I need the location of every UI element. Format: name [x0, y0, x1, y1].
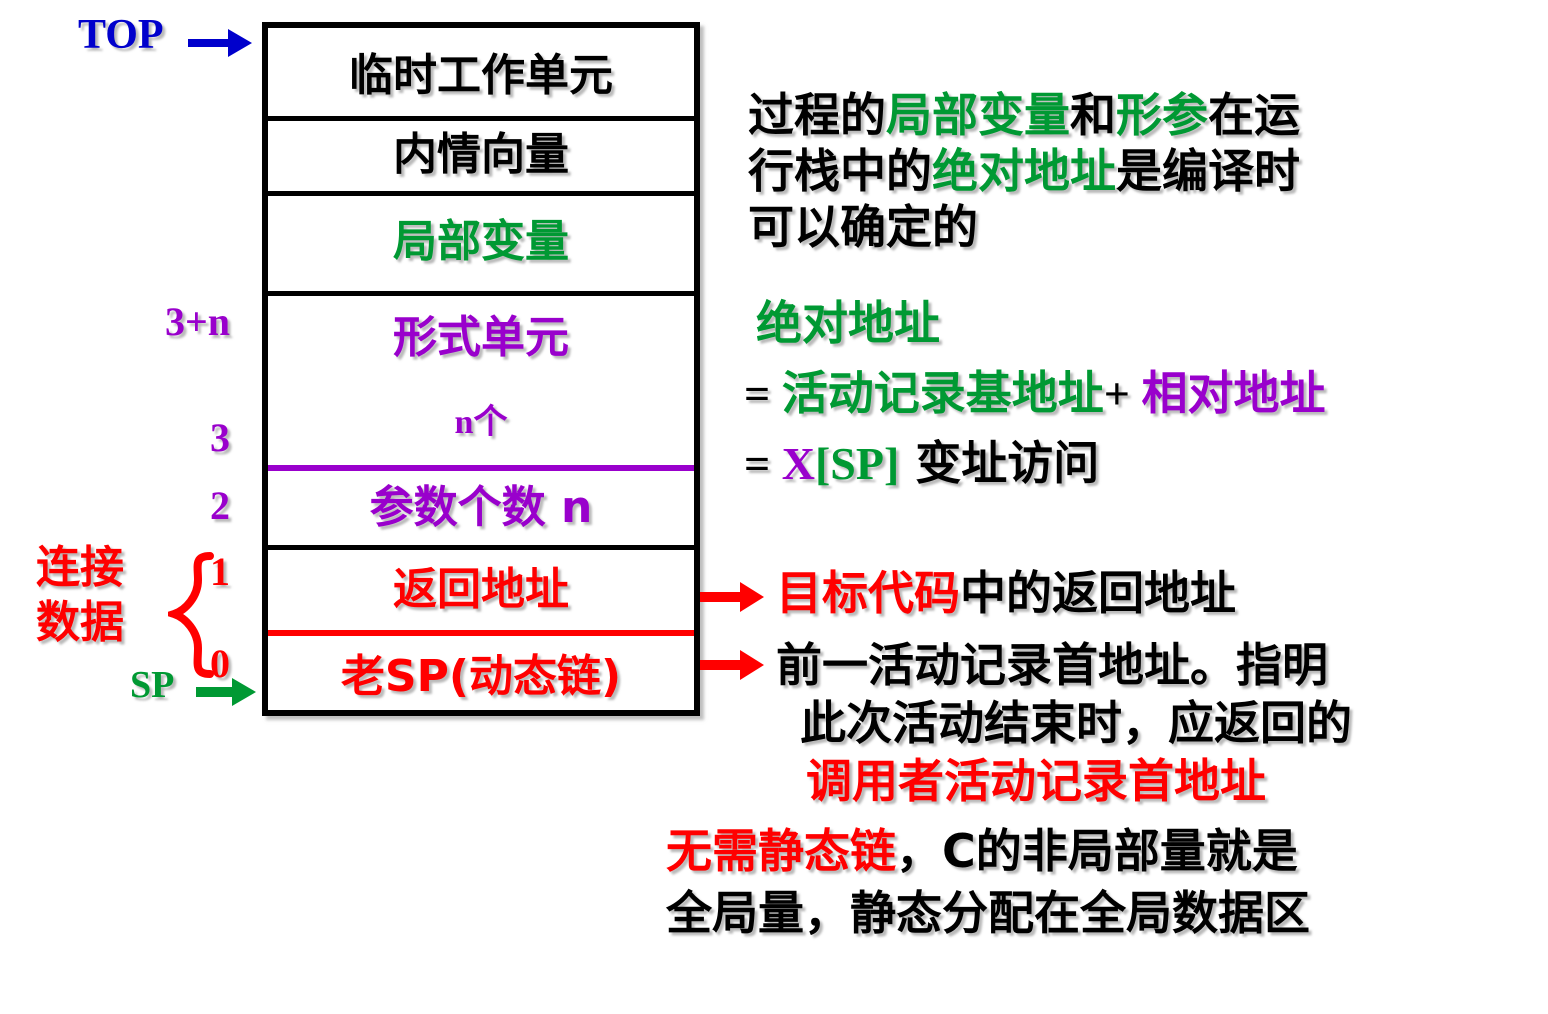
old-sp-callout-arrow-right-icon: [700, 648, 766, 687]
frame-cell-old-sp-dynamic-link: 老SP(动态链): [340, 651, 622, 702]
sp-pointer-label: SP: [130, 664, 175, 706]
sp-pointer-arrow-right-icon: [196, 676, 258, 713]
note-p1-l1-seg-1: 局部变量: [886, 88, 1070, 142]
frame-cell-formal-units: 形式单元: [393, 312, 569, 363]
note-p1-l1-seg-4: 在运: [1208, 88, 1300, 142]
note-static-chain-l2: 全局量，静态分配在全局数据区: [666, 886, 1310, 940]
note-paragraph-1-line-2: 行栈中的绝对地址是编译时: [748, 148, 1300, 195]
frame-cell-temp-work-unit: 临时工作单元: [349, 50, 613, 101]
note-old-sp-l1: 前一活动记录首地址。指明: [776, 638, 1328, 692]
index-label-1: 1: [210, 549, 230, 594]
note-p1-l2-seg-1: 绝对地址: [932, 144, 1116, 198]
top-pointer-arrow-right-icon: [188, 26, 254, 65]
frame-divider-4-purple: [268, 465, 694, 471]
note-static-chain-l1-seg-0: 无需静态链: [666, 824, 896, 878]
note-p1-l1-seg-3: 形参: [1116, 88, 1208, 142]
note-static-chain-line-1: 无需静态链，C的非局部量就是: [666, 828, 1298, 875]
frame-cell-param-count: 参数个数 n: [369, 482, 593, 533]
note-old-sp-callout-line-3: 调用者活动记录首地址: [806, 758, 1266, 805]
frame-divider-2: [268, 191, 694, 196]
formula-l3-equals: =: [744, 438, 782, 489]
formula-l3-x: X: [781, 438, 815, 489]
activation-record-box: 临时工作单元 内情向量 局部变量 形式单元 n个 参数个数 n 返回地址 老SP…: [262, 22, 700, 716]
frame-cell-display-vector: 内情向量: [393, 129, 569, 180]
formula-l2-equals: =: [744, 368, 782, 419]
link-data-label: 连接 数据: [36, 540, 124, 650]
note-p1-l2-seg-2: 是编译时: [1116, 144, 1300, 198]
note-paragraph-1-line-1: 过程的局部变量和形参在运: [748, 92, 1300, 139]
formula-line-indexed-access: = X[SP] 变址访问: [744, 440, 1099, 487]
index-label-3-plus-n: 3+n: [164, 299, 230, 344]
note-p1-l1-seg-0: 过程的: [748, 88, 886, 142]
note-p1-l3-seg-0: 可以确定的: [748, 200, 978, 254]
formula-line-base-plus-relative: = 活动记录基地址+ 相对地址: [744, 370, 1325, 417]
note-old-sp-callout-line-2: 此次活动结束时，应返回的: [800, 700, 1352, 747]
note-paragraph-1-line-3: 可以确定的: [748, 204, 978, 251]
link-data-curly-brace-icon: [161, 552, 214, 685]
frame-divider-1: [268, 116, 694, 121]
formula-l2-relative-address: 相对地址: [1141, 366, 1326, 420]
formula-l2-plus: +: [1103, 368, 1142, 419]
note-old-sp-callout-line-1: 前一活动记录首地址。指明: [776, 642, 1328, 689]
link-data-line-1: 连接: [36, 542, 124, 593]
index-label-3: 3: [210, 415, 230, 460]
frame-divider-5: [268, 545, 694, 550]
top-pointer-label: TOP: [78, 12, 164, 58]
formula-l3-indexed-access-label: 变址访问: [899, 436, 1100, 490]
note-static-chain-line-2: 全局量，静态分配在全局数据区: [666, 890, 1310, 937]
index-label-2: 2: [210, 483, 230, 528]
frame-cell-formal-units-count: n个: [454, 404, 508, 441]
return-address-callout-arrow-right-icon: [700, 580, 766, 619]
formula-title-absolute-address: 绝对地址: [756, 300, 940, 347]
frame-divider-3: [268, 291, 694, 296]
formula-title-text: 绝对地址: [756, 296, 940, 350]
link-data-line-2: 数据: [36, 597, 124, 648]
frame-cell-local-variables: 局部变量: [393, 216, 569, 267]
note-static-chain-l1-seg-1: ，C的非局部量就是: [896, 824, 1298, 878]
frame-cell-return-address: 返回地址: [393, 564, 569, 615]
formula-l3-sp-index: [SP]: [814, 438, 900, 489]
formula-l2-base-address: 活动记录基地址: [781, 366, 1104, 420]
note-return-addr-seg-0: 目标代码: [776, 566, 960, 620]
index-label-0: 0: [210, 641, 230, 686]
note-old-sp-l3: 调用者活动记录首地址: [806, 754, 1266, 808]
note-p1-l1-seg-2: 和: [1070, 88, 1116, 142]
note-return-addr-seg-1: 中的返回地址: [960, 566, 1236, 620]
frame-divider-6-red: [268, 630, 694, 636]
note-p1-l2-seg-0: 行栈中的: [748, 144, 932, 198]
note-return-address-callout: 目标代码中的返回地址: [776, 570, 1236, 617]
note-old-sp-l2: 此次活动结束时，应返回的: [800, 696, 1352, 750]
